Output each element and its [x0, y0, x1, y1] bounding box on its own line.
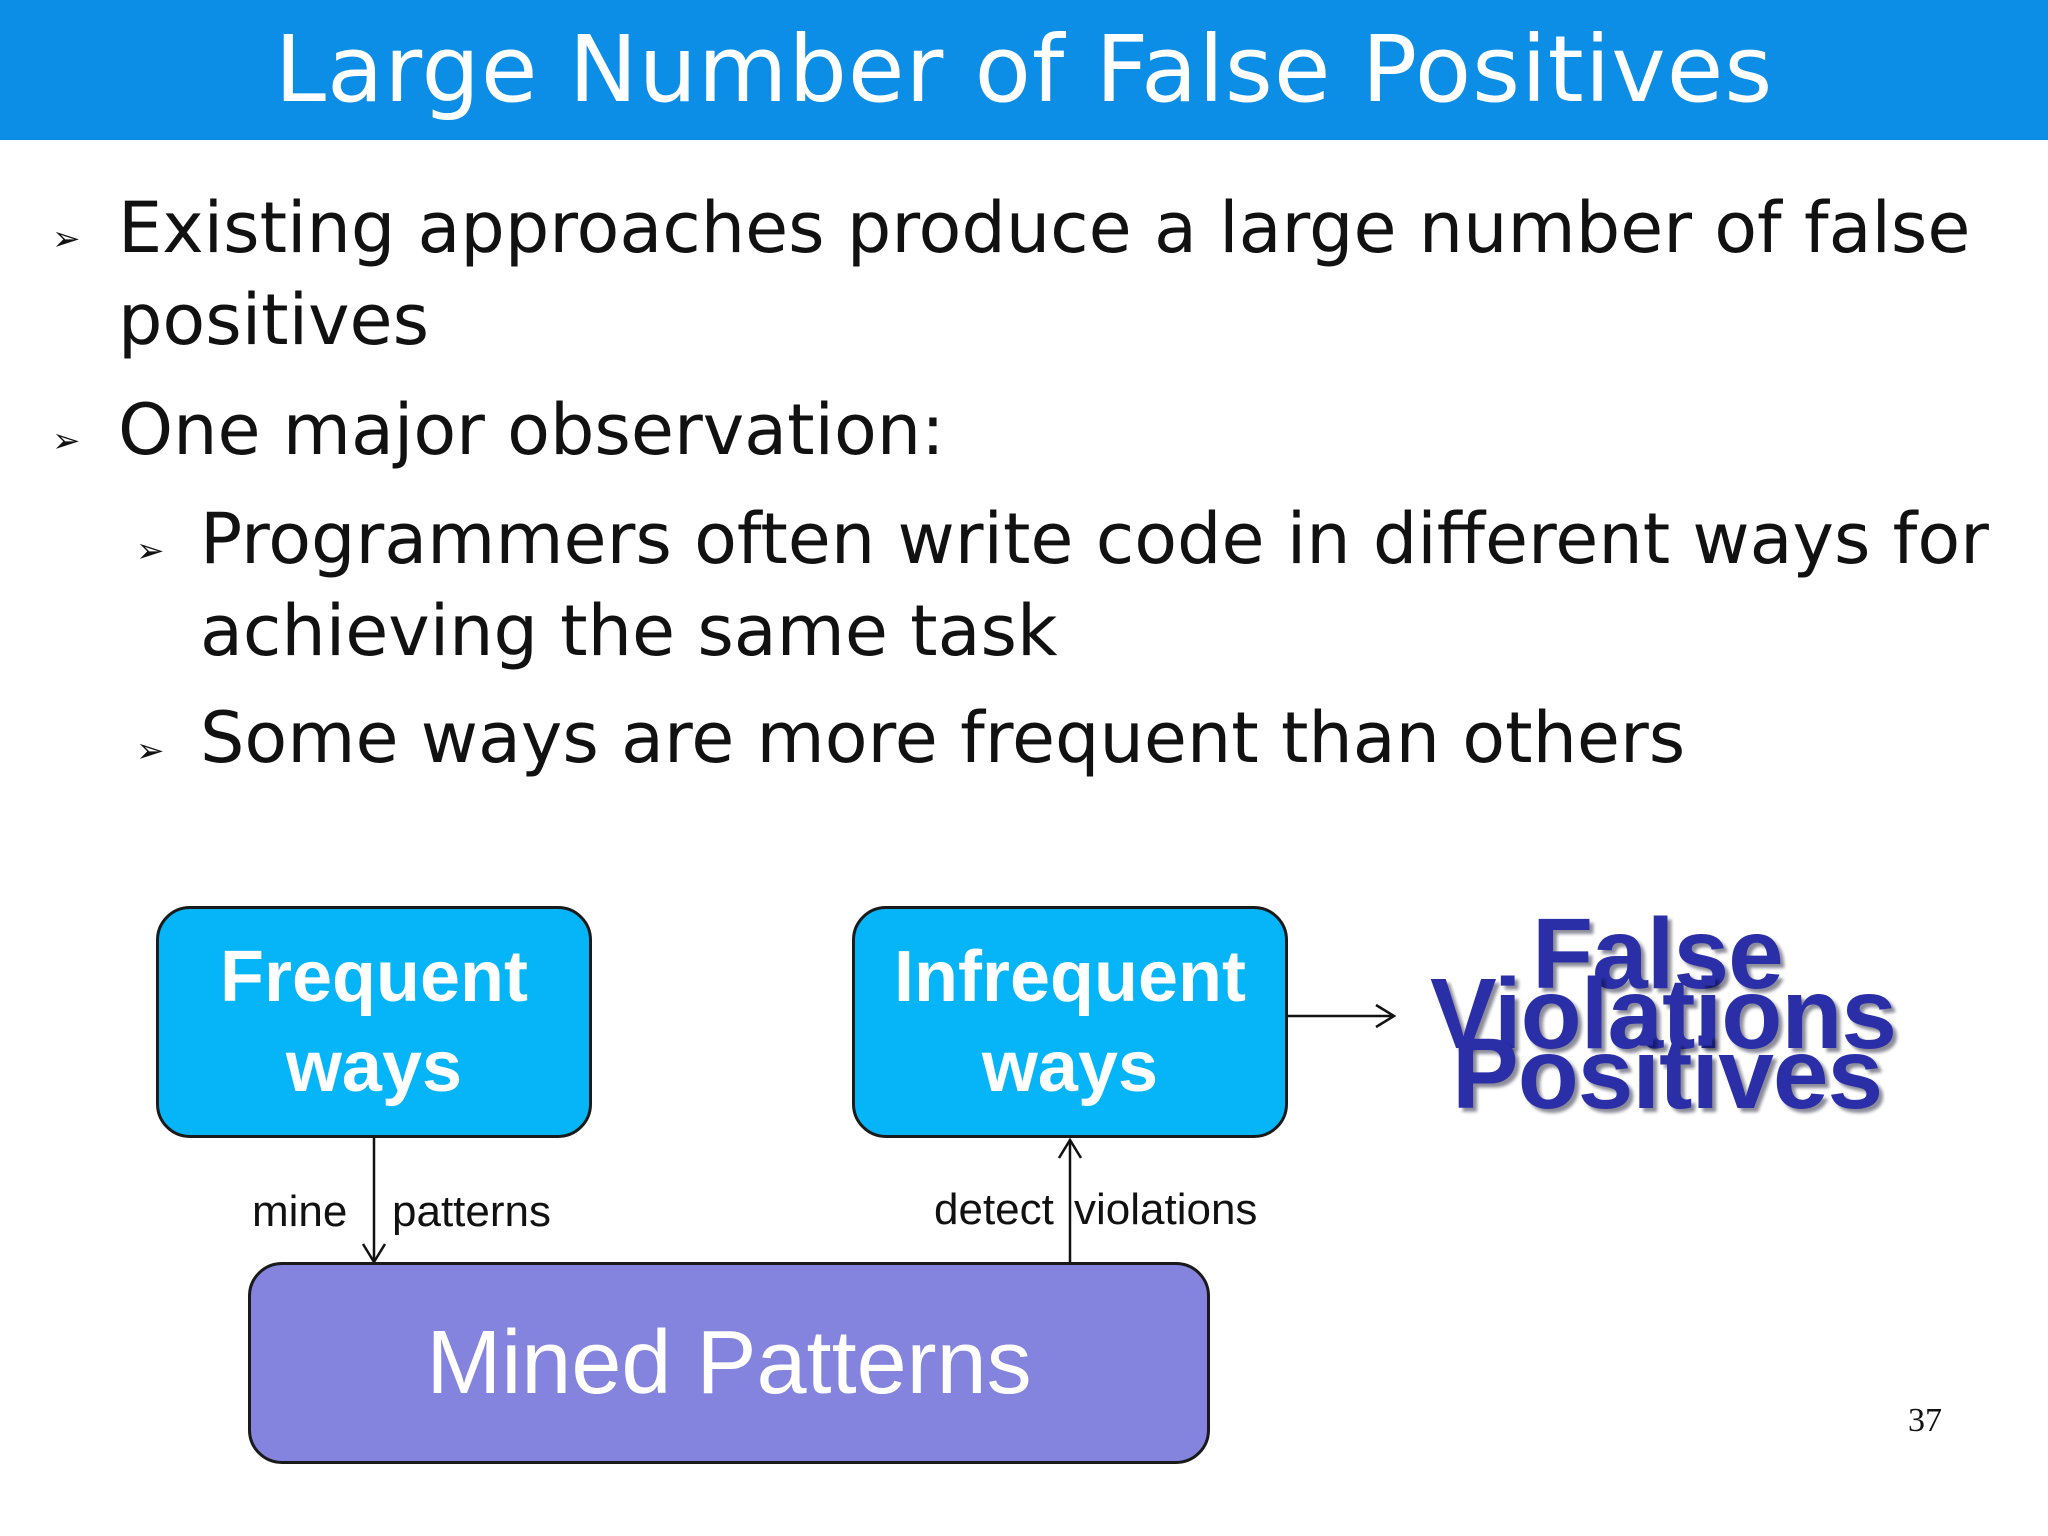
word-art-positives: Positives [1452, 1018, 1883, 1130]
edge-label-patterns: patterns [392, 1187, 551, 1236]
sub-bullet-1-line-2: achieving the same task [200, 590, 1058, 672]
sub-bullet-arrow-icon: ➢ [136, 531, 165, 571]
mined-patterns-box: Mined Patterns [248, 1262, 1210, 1464]
word-art-false: False [1532, 898, 1784, 1010]
bullet-item-2: One major observation: [118, 384, 945, 476]
arrow-detect-violations-head [1057, 1137, 1083, 1159]
infrequent-ways-line-2: ways [981, 1027, 1159, 1107]
arrow-to-false-positives-head [1375, 1003, 1397, 1029]
frequent-ways-line-2: ways [285, 1027, 463, 1107]
edge-label-detect: detect [934, 1185, 1054, 1234]
frequent-ways-box: Frequent ways [156, 906, 592, 1138]
mined-patterns-label: Mined Patterns [426, 1313, 1032, 1413]
word-art-violations: Violations [1430, 958, 1897, 1070]
frequent-ways-line-1: Frequent [219, 937, 528, 1017]
sub-bullet-2-line-1: Some ways are more frequent than others [200, 697, 1686, 779]
bullet-2-line-1: One major observation: [118, 389, 945, 471]
title-bar: Large Number of False Positives [0, 0, 2048, 140]
bullet-1-line-2: positives [118, 279, 430, 361]
sub-bullet-item-1: Programmers often write code in differen… [200, 493, 1989, 677]
edge-label-mine: mine [252, 1187, 348, 1236]
bullet-arrow-icon: ➢ [52, 421, 81, 461]
sub-bullet-arrow-icon: ➢ [136, 731, 165, 771]
infrequent-ways-box: Infrequent ways [852, 906, 1288, 1138]
sub-bullet-item-2: Some ways are more frequent than others [200, 692, 1685, 784]
bullet-item-1: Existing approaches produce a large numb… [118, 182, 1970, 366]
sub-bullet-1-line-1: Programmers often write code in differen… [200, 498, 1989, 580]
page-number: 37 [1908, 1402, 1942, 1439]
slide-title: Large Number of False Positives [274, 16, 1774, 123]
infrequent-ways-line-1: Infrequent [894, 937, 1246, 1017]
bullet-arrow-icon: ➢ [52, 219, 81, 259]
edge-label-violations: violations [1074, 1185, 1258, 1234]
bullet-1-line-1: Existing approaches produce a large numb… [118, 187, 1971, 269]
